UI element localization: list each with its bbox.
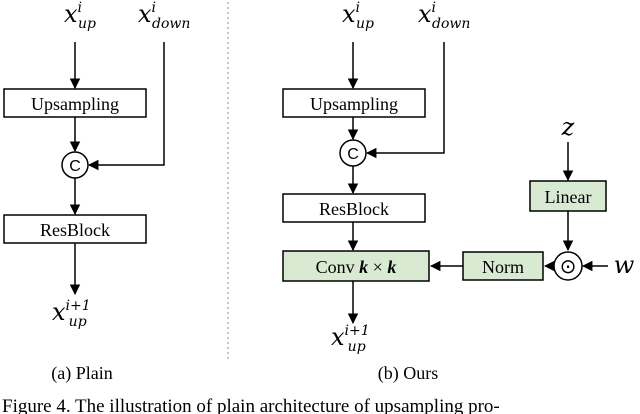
plain-resblock-label: ResBlock xyxy=(40,220,110,240)
ours-linear-label: Linear xyxy=(545,187,592,207)
ours-w-label: w xyxy=(614,251,635,279)
plain-upsampling-label: Upsampling xyxy=(31,94,119,114)
ours-upsampling-label: Upsampling xyxy=(310,94,398,114)
ours-z-label: z xyxy=(561,113,575,141)
figure-caption: Figure 4. The illustration of plain arch… xyxy=(2,396,500,414)
plain-concat-label: C xyxy=(69,158,81,175)
ours-linear-box xyxy=(529,180,607,212)
plain-resblock-box xyxy=(3,214,147,244)
ours-norm-label: Norm xyxy=(482,257,524,277)
ours-arrow-down-to-concat xyxy=(365,42,445,159)
plain-caption: (a) Plain xyxy=(51,363,112,384)
ours-resblock-label: ResBlock xyxy=(319,199,389,219)
ours-multiply-label: ⊙ xyxy=(560,254,577,278)
ours-upsampling-box xyxy=(282,88,426,118)
ours-conv-label: Conv k × k xyxy=(316,257,397,277)
plain-arrow-down-to-concat xyxy=(87,42,165,171)
ours-caption: (b) Ours xyxy=(378,363,439,384)
ours-concat-label: C xyxy=(347,146,359,163)
ours-norm-box xyxy=(462,251,544,281)
ours-conv-box xyxy=(282,250,430,282)
ours-resblock-box xyxy=(282,193,426,223)
